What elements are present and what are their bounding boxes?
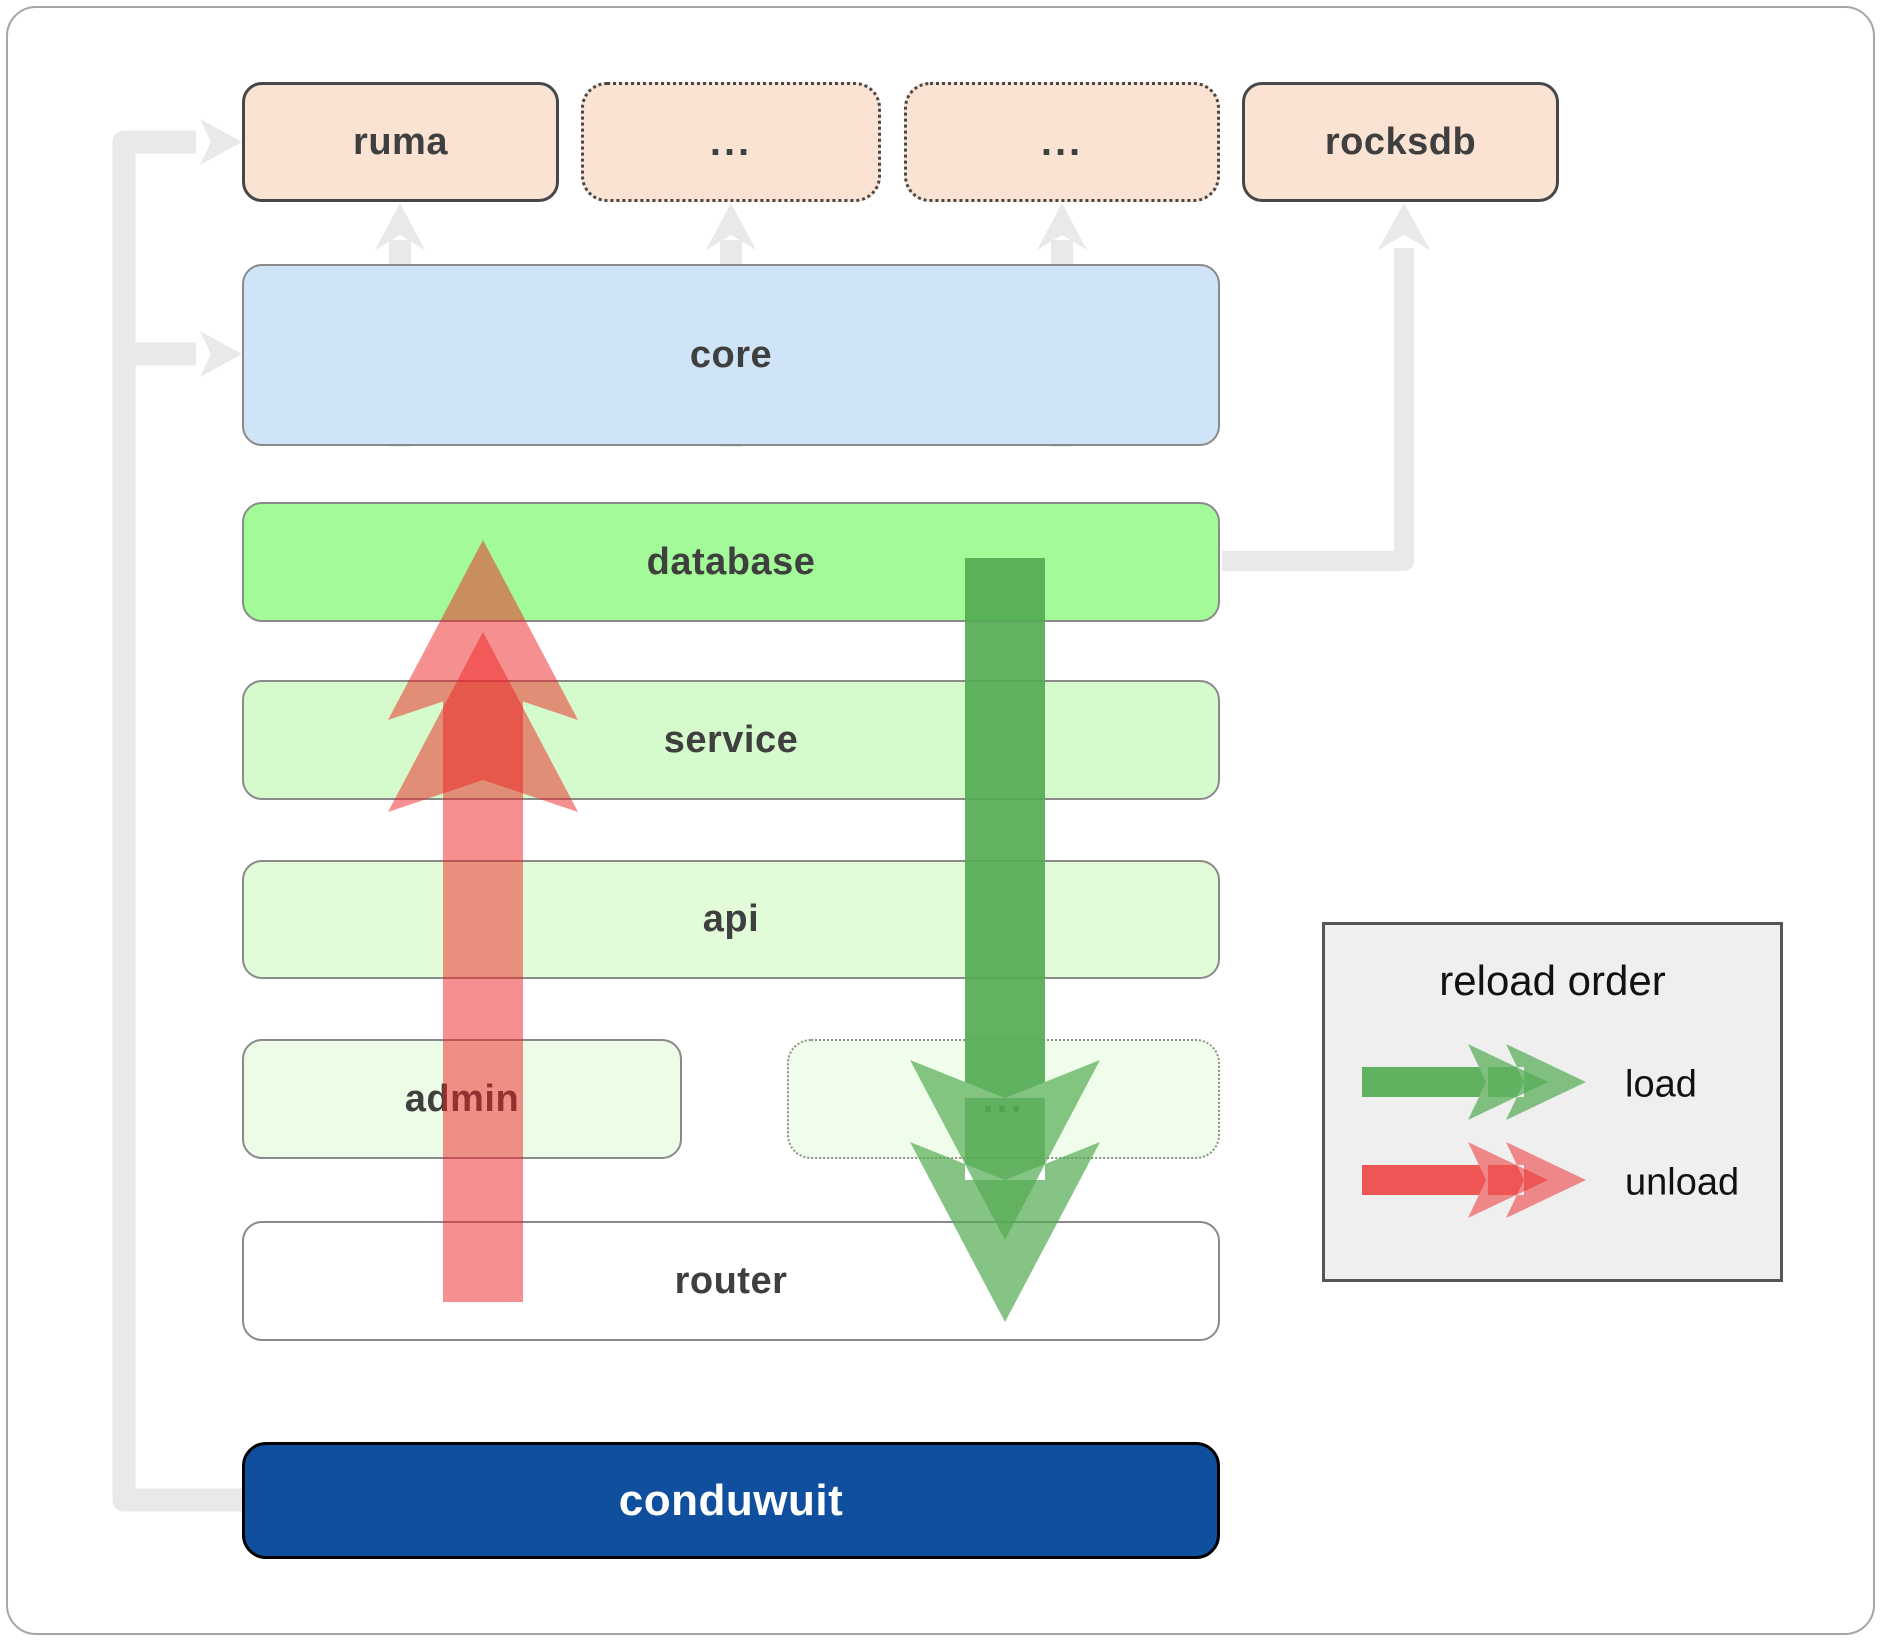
node-service: service <box>242 680 1220 800</box>
arrowhead-core-to-ellipsis-2-icon <box>1037 203 1087 250</box>
node-api: api <box>242 860 1220 979</box>
node-database: database <box>242 502 1220 622</box>
node-router-label: router <box>674 1259 788 1302</box>
outer-frame <box>6 6 1875 1635</box>
node-ellipsis-top-right-label: ... <box>1040 119 1084 164</box>
node-service-label: service <box>663 718 799 761</box>
arrowhead-core-to-ellipsis-1-icon <box>706 203 756 250</box>
legend-unload-label: unload <box>1625 1161 1740 1204</box>
connector-conduwuit-to-ruma <box>112 130 244 1512</box>
legend: reload order load unload <box>1322 922 1783 1282</box>
node-database-label: database <box>646 540 816 583</box>
arrowhead-into-rocksdb-icon <box>1378 203 1430 250</box>
arrowhead-into-ruma-icon <box>200 119 242 165</box>
node-core-label: core <box>689 333 773 376</box>
node-admin-label: admin <box>404 1077 520 1120</box>
node-ellipsis-top-left-label: ... <box>709 119 753 164</box>
node-ellipsis-top-left: ... <box>581 82 881 202</box>
node-conduwuit-label: conduwuit <box>618 1475 844 1525</box>
node-ruma-label: ruma <box>353 120 448 163</box>
legend-title: reload order <box>1439 957 1666 1004</box>
node-rocksdb-label: rocksdb <box>1324 120 1477 163</box>
connector-database-to-rocksdb <box>1222 248 1414 571</box>
legend-load-label: load <box>1625 1063 1697 1106</box>
arrowhead-core-to-ruma-icon <box>375 203 425 250</box>
node-core: core <box>242 264 1220 446</box>
arrowhead-into-core-icon <box>200 331 242 377</box>
node-api-label: api <box>702 898 760 940</box>
node-ellipsis-admin-row: ... <box>787 1039 1220 1159</box>
node-ellipsis-admin-row-label: ... <box>982 1076 1025 1121</box>
node-rocksdb: rocksdb <box>1242 82 1559 202</box>
node-admin: admin <box>242 1039 682 1159</box>
node-conduwuit: conduwuit <box>242 1442 1220 1559</box>
node-router: router <box>242 1221 1220 1341</box>
node-ruma: ruma <box>242 82 559 202</box>
node-ellipsis-top-right: ... <box>904 82 1220 202</box>
